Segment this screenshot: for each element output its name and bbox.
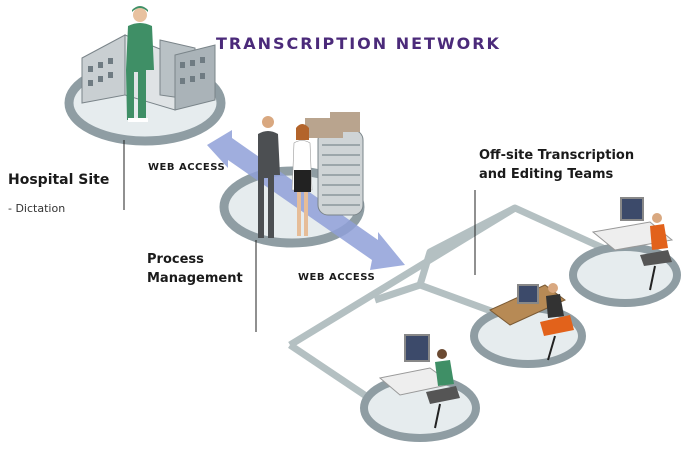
transcriptionist-workstation-icon (591, 197, 674, 291)
transcriptionist-workstation-icon (489, 283, 574, 361)
process-label-line2: Management (147, 271, 243, 286)
offsite-label-line2: and Editing Teams (479, 167, 614, 182)
callout-lines (123, 140, 476, 332)
diagram-title: TRANSCRIPTION NETWORK (216, 34, 501, 53)
network-paths (288, 204, 627, 405)
network-path-lower (288, 342, 377, 405)
hospital-site-label: Hospital Site (8, 172, 110, 188)
network-path-branch (416, 204, 517, 287)
business-people-icon (258, 116, 313, 238)
process-label-line1: Process (147, 252, 204, 267)
offsite-label-line1: Off-site Transcription (479, 148, 635, 163)
hospital-web-access-label: WEB ACCESS (148, 162, 226, 173)
dictation-label: - Dictation (8, 202, 66, 215)
doctor-icon (126, 6, 154, 122)
transcriptionist-workstation-icon (378, 334, 460, 429)
office-building-icon (305, 112, 364, 216)
process-web-access-label: WEB ACCESS (298, 272, 376, 283)
